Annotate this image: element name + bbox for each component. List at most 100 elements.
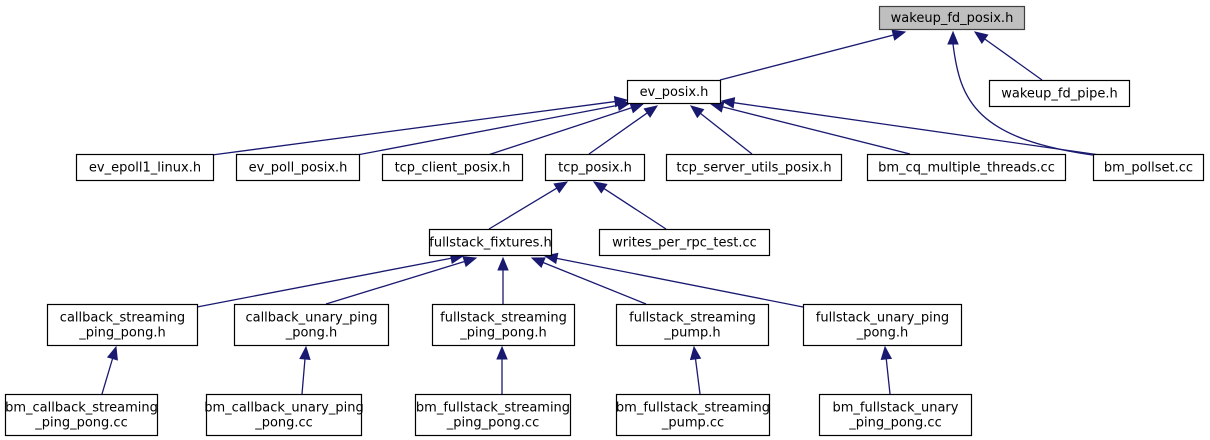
node-box[interactable] — [233, 303, 390, 347]
arrowhead-icon — [106, 345, 118, 361]
node-wakeup-fd-posix[interactable]: wakeup_fd_posix.h — [878, 5, 1026, 31]
node-ev-epoll1-linux[interactable]: ev_epoll1_linux.h — [75, 153, 215, 182]
node-label: bm_callback_streaming — [5, 401, 158, 416]
edge-fullstack_streaming_ping_pong-to-fullstack_fixtures — [497, 256, 509, 304]
edge-bm_cq_multiple_threads-to-ev_posix — [709, 101, 911, 155]
edge-tcp_posix-to-ev_posix — [588, 105, 659, 155]
edge-bm_pollset-to-ev_posix — [720, 97, 1101, 156]
node-fullstack-streaming-pump[interactable]: fullstack_streaming_pump.h — [615, 303, 770, 347]
node-box[interactable] — [1092, 153, 1205, 182]
edge-bm_callback_streaming_ping_pong-to-callback_streaming_ping_pong — [101, 345, 118, 395]
node-box[interactable] — [428, 228, 553, 257]
edge-ev_epoll1_linux-to-ev_posix — [211, 95, 629, 156]
node-callback-streaming-ping-pong[interactable]: callback_streaming_ping_pong.h — [46, 303, 199, 347]
edge-tcp_client_posix-to-ev_posix — [487, 102, 645, 156]
nodes-layer: wakeup_fd_posix.h ev_posix.h wakeup_fd_pip… — [4, 5, 1205, 437]
node-bm-cq-multiple-threads[interactable]: bm_cq_multiple_threads.cc — [866, 153, 1067, 182]
node-box[interactable] — [414, 393, 572, 437]
node-callback-unary-ping-pong[interactable]: callback_unary_ping_pong.h — [233, 303, 390, 347]
edge-callback_unary_ping_pong-to-fullstack_fixtures — [325, 256, 478, 305]
arrowhead-icon — [462, 256, 478, 268]
node-box[interactable] — [988, 79, 1131, 108]
node-tcp-client-posix[interactable]: tcp_client_posix.h — [381, 153, 524, 182]
node-box[interactable] — [866, 153, 1067, 182]
arrowhead-icon — [629, 102, 645, 114]
arrowhead-icon — [616, 99, 632, 111]
edge-writes_per_rpc_test-to-tcp_posix — [592, 181, 667, 230]
edge-wakeup_fd_pipe-to-wakeup_fd_posix — [973, 31, 1043, 81]
node-box[interactable] — [75, 153, 215, 182]
node-fullstack-unary-ping-pong[interactable]: fullstack_unary_ping_pong.h — [802, 303, 963, 347]
edge-bm_fullstack_unary_ping_pong-to-fullstack_unary_ping_pong — [880, 345, 893, 395]
node-label: callback_streaming — [60, 311, 185, 326]
edge-fullstack_fixtures-to-tcp_posix — [488, 181, 569, 230]
arrowhead-icon — [891, 29, 907, 41]
arrowhead-icon — [689, 345, 702, 361]
node-tcp-posix[interactable]: tcp_posix.h — [544, 153, 646, 182]
node-bm-fullstack-streaming-ping-pong[interactable]: bm_fullstack_streaming_ping_pong.cc — [414, 393, 572, 437]
node-bm-fullstack-unary-ping-pong[interactable]: bm_fullstack_unary_ping_pong.cc — [818, 393, 973, 437]
node-label: bm_fullstack_unary — [833, 401, 959, 416]
node-label: _ping_pong.cc — [446, 416, 539, 431]
node-box[interactable] — [878, 5, 1026, 31]
node-writes-per-rpc-test[interactable]: writes_per_rpc_test.cc — [598, 228, 771, 257]
edge-fullstack_streaming_pump-to-fullstack_fixtures — [530, 257, 647, 305]
edge-bm_callback_unary_ping_pong-to-callback_unary_ping_pong — [299, 345, 311, 395]
node-label: fullstack_unary_ping — [816, 311, 949, 326]
node-label: ev_poll_posix.h — [249, 161, 348, 176]
node-label: _pong.h — [856, 326, 909, 341]
node-box[interactable] — [818, 393, 973, 437]
node-bm-callback-streaming-ping-pong[interactable]: bm_callback_streaming_ping_pong.cc — [4, 393, 159, 437]
arrowhead-icon — [720, 97, 736, 109]
node-box[interactable] — [626, 79, 722, 105]
node-box[interactable] — [46, 303, 199, 347]
node-label: _ping_pong.cc — [34, 416, 127, 431]
node-bm-pollset[interactable]: bm_pollset.cc — [1092, 153, 1205, 182]
node-box[interactable] — [381, 153, 524, 182]
node-box[interactable] — [205, 393, 363, 437]
node-box[interactable] — [665, 153, 843, 182]
node-ev-posix[interactable]: ev_posix.h — [626, 79, 722, 105]
node-label: bm_callback_unary_ping — [204, 401, 364, 416]
node-ev-poll-posix[interactable]: ev_poll_posix.h — [235, 153, 361, 182]
node-tcp-server-utils-posix[interactable]: tcp_server_utils_posix.h — [665, 153, 843, 182]
node-fullstack-streaming-ping-pong[interactable]: fullstack_streaming_ping_pong.h — [431, 303, 576, 347]
node-label: _pong.cc — [254, 416, 313, 431]
node-box[interactable] — [235, 153, 361, 182]
node-box[interactable] — [615, 393, 771, 437]
node-box[interactable] — [4, 393, 159, 437]
arrowhead-icon — [496, 345, 508, 360]
node-label: tcp_posix.h — [558, 161, 632, 176]
node-label: fullstack_fixtures.h — [429, 236, 551, 251]
node-box[interactable] — [802, 303, 963, 347]
node-label: fullstack_streaming — [440, 311, 567, 326]
node-bm-fullstack-streaming-pump[interactable]: bm_fullstack_streaming_pump.cc — [615, 393, 771, 437]
arrowhead-icon — [973, 31, 989, 44]
node-label: _pong.h — [285, 326, 338, 341]
arrowhead-icon — [947, 30, 959, 45]
node-bm-callback-unary-ping-pong[interactable]: bm_callback_unary_ping_pong.cc — [204, 393, 364, 437]
arrowhead-icon — [643, 105, 659, 118]
node-label: bm_pollset.cc — [1104, 161, 1193, 176]
edge-fullstack_unary_ping_pong-to-fullstack_fixtures — [543, 252, 804, 308]
node-fullstack-fixtures[interactable]: fullstack_fixtures.h — [428, 228, 553, 257]
node-box[interactable] — [431, 303, 576, 347]
node-box[interactable] — [615, 303, 770, 347]
node-label: _ping_pong.cc — [848, 416, 941, 431]
edge-callback_streaming_ping_pong-to-fullstack_fixtures — [196, 252, 465, 308]
edge-bm_fullstack_streaming_ping_pong-to-fullstack_streaming_ping_pong — [496, 345, 508, 394]
node-label: bm_cq_multiple_threads.cc — [878, 161, 1055, 176]
node-box[interactable] — [544, 153, 646, 182]
node-box[interactable] — [598, 228, 771, 257]
arrowhead-icon — [880, 345, 893, 361]
edge-ev_posix-to-wakeup_fd_posix — [719, 29, 907, 81]
edges-layer — [101, 29, 1101, 395]
node-label: _pump.cc — [661, 416, 724, 431]
node-label: ev_posix.h — [640, 85, 709, 100]
arrowhead-icon — [497, 256, 509, 271]
node-label: _ping_pong.h — [459, 326, 546, 341]
node-label: tcp_client_posix.h — [395, 161, 511, 176]
node-label: callback_unary_ping — [245, 311, 377, 326]
node-wakeup-fd-pipe[interactable]: wakeup_fd_pipe.h — [988, 79, 1131, 108]
